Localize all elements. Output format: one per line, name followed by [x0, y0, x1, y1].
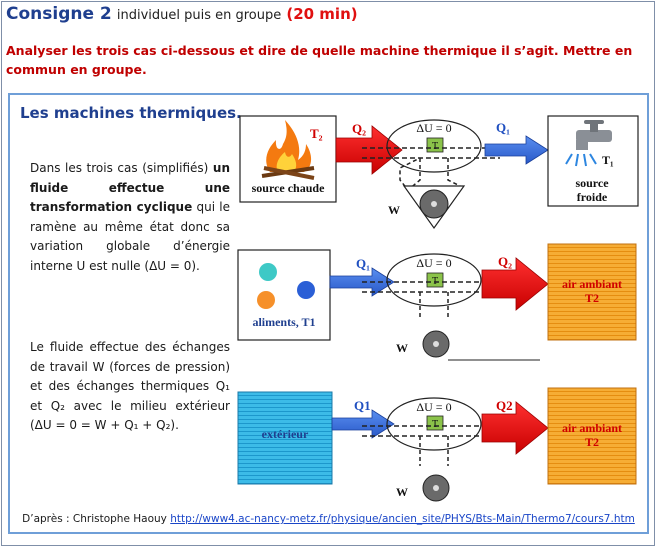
- section-title: Les machines thermiques.: [20, 104, 242, 122]
- heat-out-label-2: Q₂: [498, 254, 512, 269]
- credit-link[interactable]: http://www4.ac-nancy-metz.fr/physique/an…: [170, 513, 635, 525]
- heat-out-arrow-2: [481, 257, 549, 311]
- faucet-icon: [565, 120, 612, 167]
- delta-u-label-2: ΔU = 0: [416, 256, 451, 270]
- ambient-air-box: [547, 243, 637, 341]
- credit-line: D’après : Christophe Haouy http://www4.a…: [10, 513, 647, 525]
- heat-out-arrow: [484, 135, 549, 165]
- heat-out-label-3: Q2: [496, 398, 513, 413]
- heat-in-arrow-3: [331, 409, 395, 439]
- paragraph-cycle-end: qui le ramène au même état donc sa varia…: [30, 200, 230, 273]
- heat-in-label-3: Q1: [354, 398, 371, 413]
- t-box-label-3: T: [432, 419, 438, 430]
- paragraph-cycle-bold: un fluide effectue une transformation cy…: [30, 161, 230, 214]
- ambient-air-label-2: T2: [585, 291, 599, 305]
- heat-in-label: Q₂: [352, 121, 366, 136]
- hot-source-label: source chaude: [252, 181, 325, 195]
- header: Consigne 2 individuel puis en groupe (20…: [6, 4, 358, 24]
- paragraph-exchanges: Le fluide effectue des échanges de trava…: [30, 340, 230, 432]
- cold-temp-label: T₁: [602, 153, 614, 167]
- ambient-air-box-3: [547, 387, 637, 485]
- paragraph-cycle-start: Dans les trois cas (simplifiés): [30, 161, 209, 175]
- cold-source-label-1: source: [575, 176, 609, 190]
- heat-out-label: Q₁: [496, 120, 510, 135]
- outside-box: [237, 391, 333, 485]
- work-label-2: W: [396, 341, 408, 355]
- ambient-air-label-3a: air ambiant: [562, 421, 622, 435]
- food-ball-orange: [257, 291, 275, 309]
- ambient-air-label-1: air ambiant: [562, 277, 622, 291]
- fluid-ellipse-2: [386, 253, 482, 307]
- delta-u-label: ΔU = 0: [416, 121, 451, 135]
- credit-prefix: D’après : Christophe Haouy: [22, 513, 167, 525]
- food-label: aliments, T1: [252, 315, 315, 329]
- food-ball-teal: [259, 263, 277, 281]
- t-box-label: T: [432, 141, 438, 152]
- work-label-3: W: [396, 485, 408, 499]
- consigne-duration: (20 min): [286, 5, 358, 23]
- diagram-heat-pump: extérieur Q1 ΔU = 0 T Q2 air ambiant T2 …: [237, 387, 637, 502]
- fluid-ellipse: [386, 119, 482, 173]
- consigne-subtitle: individuel puis en groupe: [116, 8, 282, 23]
- diagram-refrigerator: aliments, T1 Q₁ ΔU = 0 T Q₂ air ambiant …: [237, 243, 637, 361]
- heat-in-label-2: Q₁: [356, 256, 370, 271]
- heat-out-arrow-3: [481, 401, 549, 455]
- consigne-title: Consigne 2: [6, 4, 112, 24]
- heat-in-arrow: [335, 125, 403, 175]
- cold-source-label-2: froide: [577, 190, 608, 204]
- delta-u-label-3: ΔU = 0: [416, 400, 451, 414]
- instruction-text: Analyser les trois cas ci-dessous et dir…: [6, 43, 633, 77]
- fire-icon: [261, 120, 315, 180]
- outside-label: extérieur: [262, 427, 309, 441]
- hot-temp-label: T₂: [310, 126, 323, 141]
- diagram-engine: T₂ source chaude Q₂ ΔU = 0 T Q₁ T₁ sourc…: [239, 115, 639, 230]
- work-label: W: [388, 203, 400, 217]
- t-box-2: [426, 272, 444, 288]
- paragraph-cycle: Dans les trois cas (simplifiés) un fluid…: [30, 159, 230, 276]
- ambient-air-label-3b: T2: [585, 435, 599, 449]
- food-box: [237, 249, 331, 341]
- fluid-ellipse-3: [386, 397, 482, 451]
- content-box: Les machines thermiques. Dans les trois …: [8, 93, 649, 534]
- food-ball-blue: [297, 281, 315, 299]
